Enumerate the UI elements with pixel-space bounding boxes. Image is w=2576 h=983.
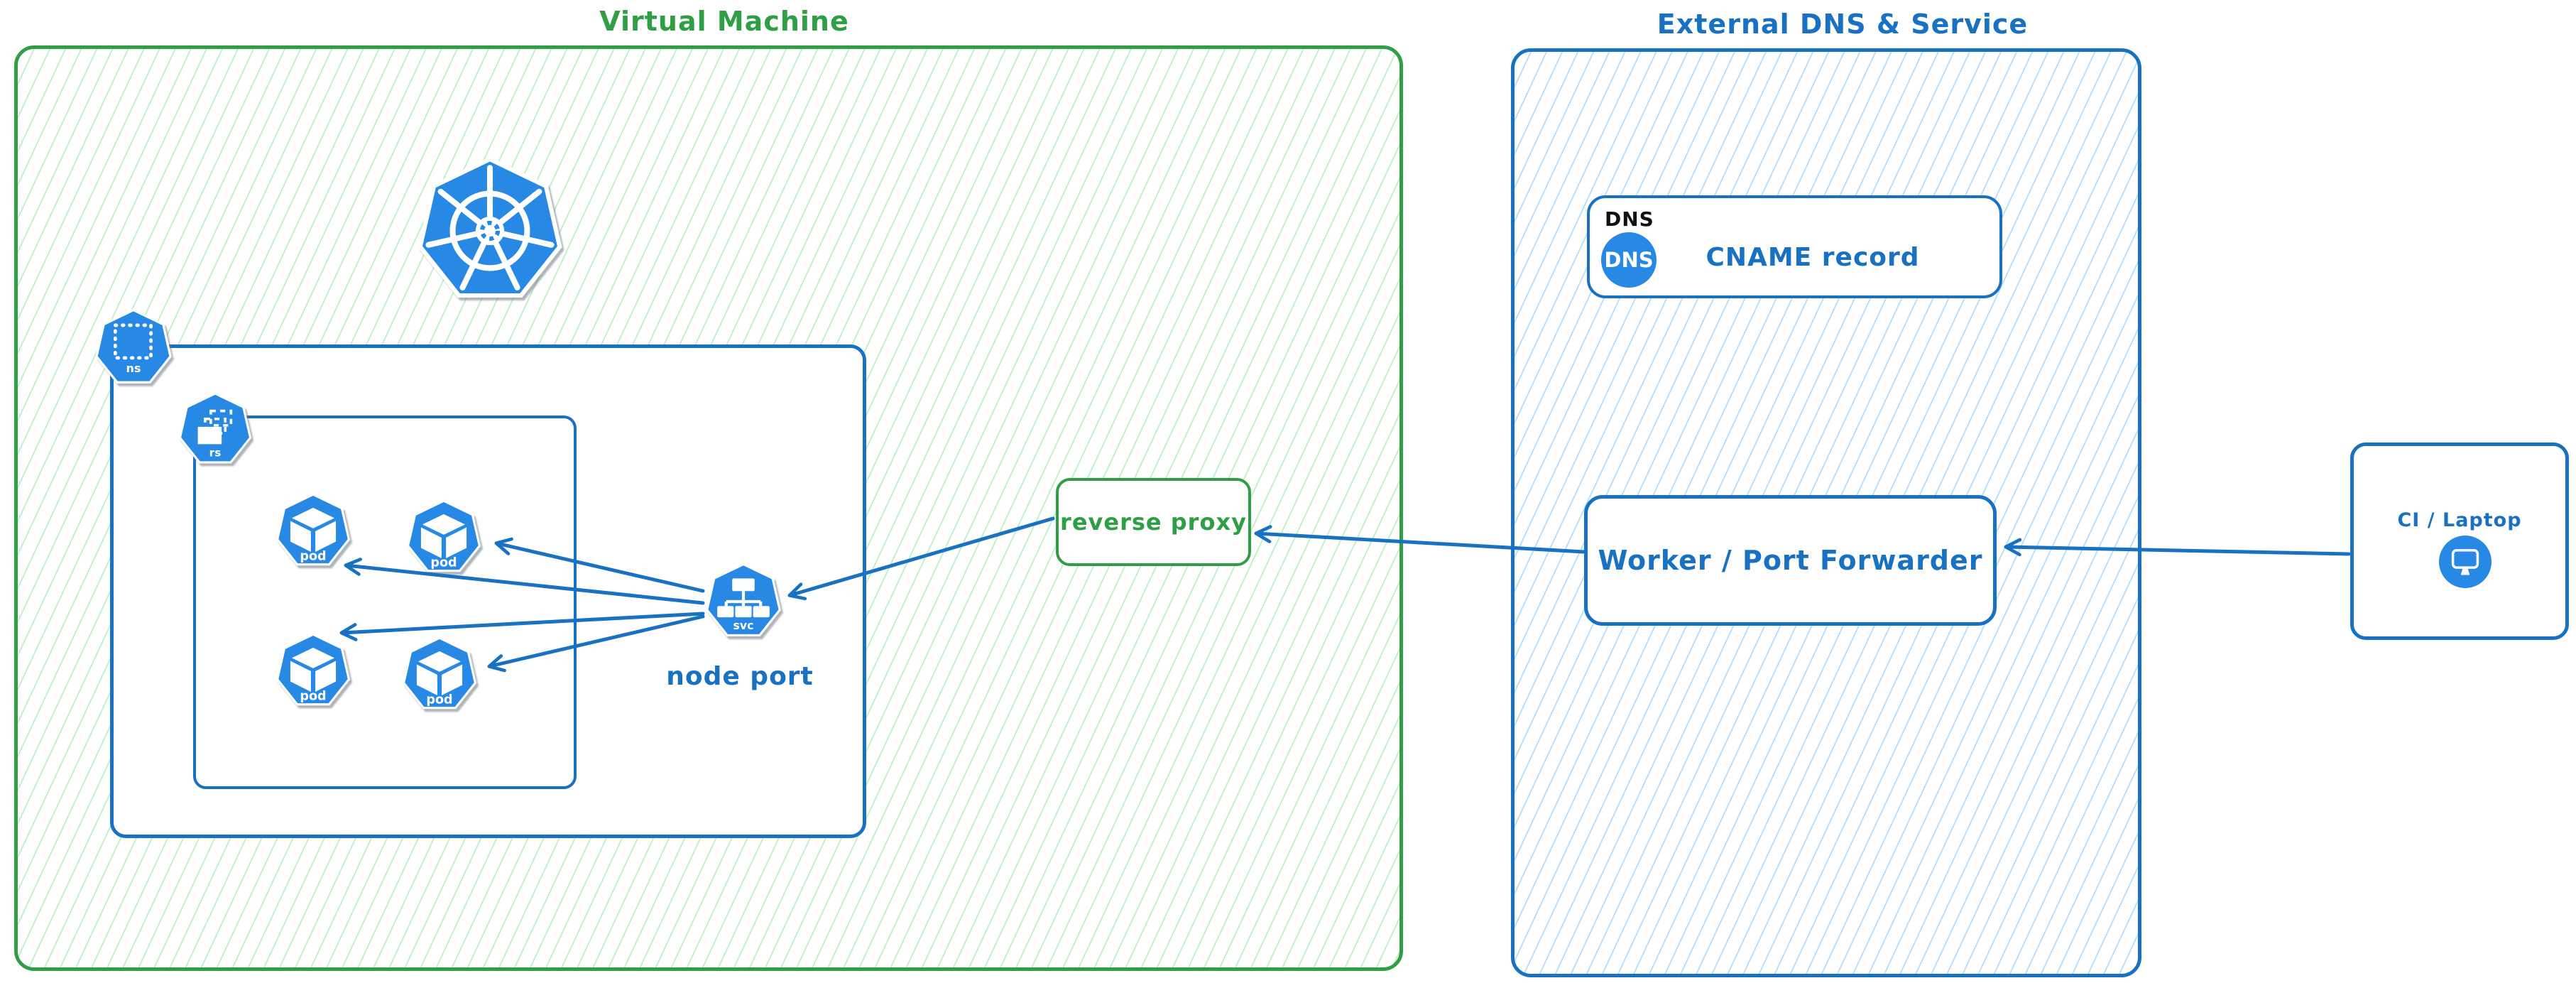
- pod-icon-label: pod: [300, 689, 326, 703]
- ci-laptop-label: CI / Laptop: [2397, 509, 2522, 531]
- reverse-proxy-label: reverse proxy: [1060, 509, 1247, 536]
- dns-card: [1587, 195, 2002, 298]
- pod-icon-label: pod: [426, 693, 452, 707]
- pod-icon-2: pod: [406, 499, 481, 572]
- pod-icon-label: pod: [300, 549, 326, 563]
- virtual-machine-title: Virtual Machine: [599, 6, 849, 37]
- service-icon-label: svc: [733, 619, 753, 632]
- external-dns-service-title: External DNS & Service: [1657, 9, 2029, 40]
- dns-card-heading: DNS: [1605, 207, 1654, 231]
- monitor-icon: [2439, 536, 2492, 588]
- pod-icon-4: pod: [402, 636, 477, 710]
- service-icon: svc: [706, 563, 781, 637]
- worker-port-forwarder-box: [1584, 495, 1997, 626]
- pod-icon-1: pod: [275, 493, 351, 566]
- node-port-label: node port: [666, 661, 814, 691]
- dns-badge-icon: DNS: [1601, 232, 1657, 288]
- namespace-icon: ns: [95, 308, 172, 384]
- kubernetes-icon: [417, 156, 562, 298]
- replicaset-icon-label: rs: [209, 447, 222, 460]
- reverse-proxy-box: [1056, 478, 1251, 566]
- worker-port-forwarder-label: Worker / Port Forwarder: [1598, 545, 1983, 576]
- cname-record-label: CNAME record: [1705, 242, 1920, 272]
- replicaset-icon: rs: [178, 392, 252, 464]
- namespace-icon-label: ns: [126, 362, 141, 375]
- pod-icon-label: pod: [430, 555, 457, 570]
- dns-badge-label: DNS: [1604, 248, 1654, 272]
- pod-icon-3: pod: [275, 633, 351, 706]
